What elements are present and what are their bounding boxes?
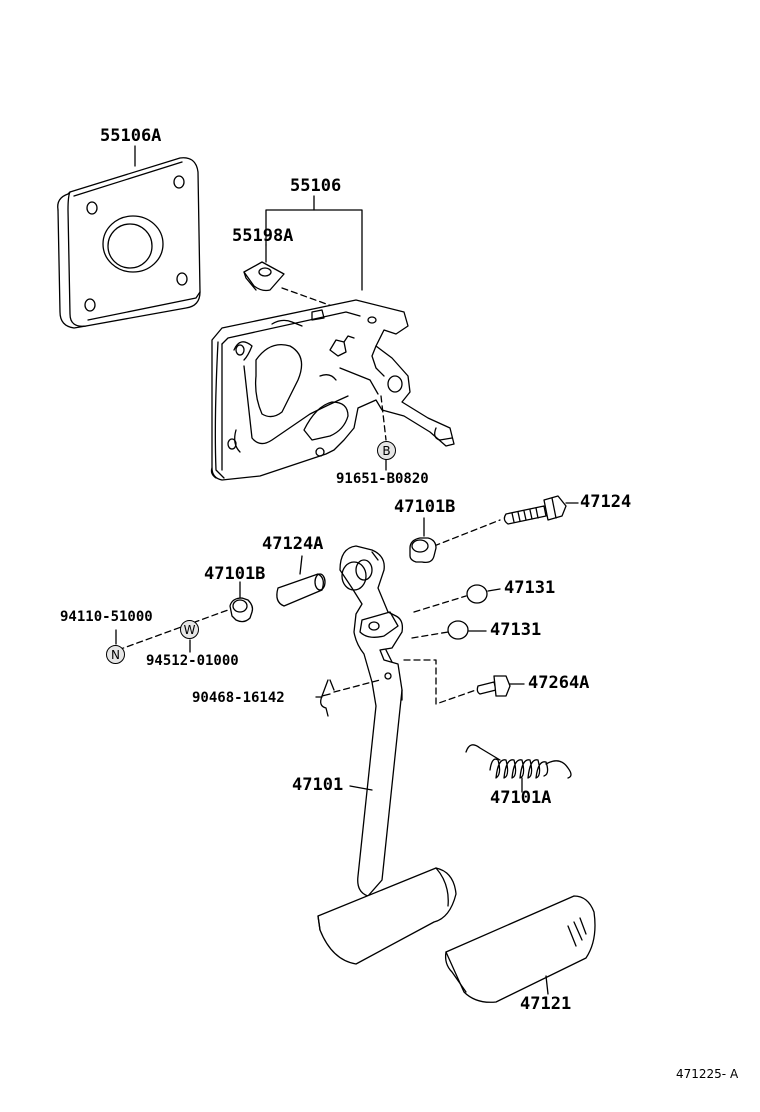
part-label-47101: 47101 — [292, 775, 344, 795]
dash-bolt-b — [380, 395, 387, 441]
dash-47131-lower — [411, 631, 449, 639]
part-label-94512-01000: 94512-01000 — [146, 653, 239, 669]
nut-55198a — [243, 261, 285, 292]
diagram-reference-code: 471225- A — [676, 1067, 739, 1081]
leader-47124a — [299, 555, 303, 575]
part-label-47101b-right: 47101B — [394, 497, 456, 517]
part-label-94110-51000: 94110-51000 — [60, 609, 153, 625]
marker-n: N — [106, 645, 125, 664]
dash-47264a — [403, 659, 477, 705]
leader-47131-upper — [487, 588, 501, 592]
part-label-47131-upper: 47131 — [504, 578, 556, 598]
marker-b: B — [377, 441, 396, 460]
part-label-55198a: 55198A — [232, 226, 294, 246]
part-label-47101b-left: 47101B — [204, 564, 266, 584]
bolt-47264a — [476, 675, 511, 697]
pedal-lever-47101 — [339, 545, 404, 897]
dash-nut — [281, 287, 333, 307]
clip-90468 — [320, 679, 335, 717]
part-label-55106a: 55106A — [100, 126, 162, 146]
leader-47121 — [545, 975, 549, 995]
dash-nw — [117, 609, 229, 651]
dash-90468 — [333, 679, 381, 693]
part-label-47124: 47124 — [580, 492, 632, 512]
pedal-bracket-55106 — [210, 299, 455, 481]
return-spring-47101a — [465, 744, 572, 779]
stopper-47131-upper — [466, 584, 488, 604]
stopper-47131-lower — [447, 620, 469, 640]
part-label-47264a: 47264A — [528, 673, 590, 693]
marker-w: W — [180, 620, 199, 639]
part-label-47121: 47121 — [520, 994, 572, 1014]
part-label-47131-lower: 47131 — [490, 620, 542, 640]
bushing-47101b-right — [409, 537, 437, 564]
pedal-pad — [317, 867, 457, 965]
bushing-47101b-left — [229, 597, 254, 623]
leader-47101 — [349, 785, 373, 791]
bolt-47124 — [503, 495, 567, 525]
part-label-91651-b0820: 91651-B0820 — [336, 471, 429, 487]
part-label-90468-16142: 90468-16142 — [192, 690, 285, 706]
part-label-47124a: 47124A — [262, 534, 324, 554]
dash-47124 — [433, 519, 501, 547]
part-label-55106: 55106 — [290, 176, 342, 196]
part-label-47101a: 47101A — [490, 788, 552, 808]
collar-47124a — [276, 573, 326, 607]
gasket-plate-55106a — [57, 157, 201, 329]
pad-cover-47121 — [444, 895, 596, 1003]
dash-47131-upper — [413, 595, 467, 613]
